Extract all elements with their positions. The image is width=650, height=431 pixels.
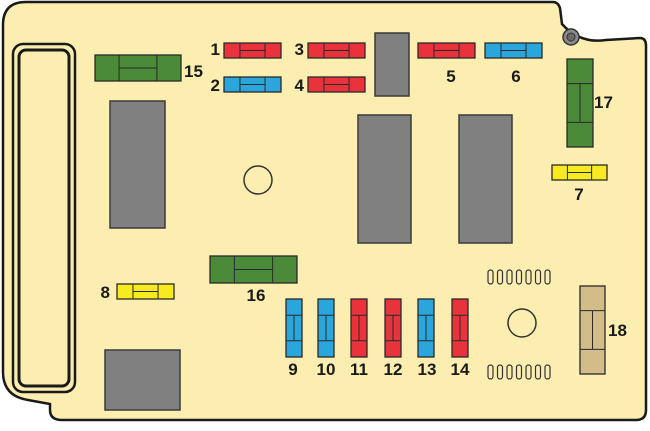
fuse-label-16: 16: [247, 286, 266, 305]
fuse-label-15: 15: [184, 62, 203, 81]
pin-slot: [487, 364, 494, 380]
fuse-label-13: 13: [418, 360, 437, 379]
relay-bottom: [104, 349, 181, 411]
fuse-4[interactable]: [307, 76, 366, 93]
fuse-label-7: 7: [574, 185, 583, 204]
fuse-label-11: 11: [350, 360, 368, 379]
relay-top: [374, 32, 410, 97]
fuse-14[interactable]: [451, 298, 469, 358]
relay-left: [109, 100, 166, 229]
pin-slot: [515, 364, 523, 380]
pin-slot: [525, 269, 532, 285]
fuse-layer: [94, 42, 608, 375]
fuse-10[interactable]: [317, 298, 335, 358]
fuse-label-3: 3: [295, 40, 304, 59]
fuse-label-10: 10: [317, 360, 336, 379]
fuse-label-14: 14: [451, 360, 470, 379]
fuse-label-2: 2: [211, 76, 220, 95]
fuse-label-18: 18: [608, 321, 627, 340]
fuse-1[interactable]: [223, 42, 282, 59]
pin-slots-bottom: [487, 364, 551, 380]
main-connector: [11, 42, 77, 394]
relay-right: [458, 114, 513, 244]
mounting-hole-left: [243, 165, 273, 195]
fuse-8[interactable]: [116, 283, 175, 300]
pin-slot: [534, 269, 542, 285]
fuse-12[interactable]: [384, 298, 402, 358]
pin-slots-top: [487, 269, 551, 285]
pin-slot: [506, 269, 513, 285]
fuse-label-17: 17: [594, 93, 613, 112]
fuse-label-12: 12: [384, 360, 403, 379]
fuse-label-9: 9: [288, 360, 297, 379]
fuse-label-4: 4: [295, 76, 305, 95]
fuse-3[interactable]: [307, 42, 366, 59]
pin-slot: [544, 269, 551, 285]
fuse-5[interactable]: [417, 42, 476, 59]
fuse-7[interactable]: [551, 164, 608, 181]
pin-slot: [487, 269, 494, 285]
pin-slot: [534, 364, 542, 380]
fuse-13[interactable]: [417, 298, 435, 358]
fuse-15[interactable]: [94, 54, 182, 82]
fuse-6[interactable]: [484, 42, 543, 59]
fuse-9[interactable]: [285, 298, 303, 358]
pin-slot: [496, 364, 504, 380]
fuse-label-6: 6: [511, 67, 520, 86]
pin-slot: [525, 364, 532, 380]
fuse-label-5: 5: [446, 67, 455, 86]
fuse-18[interactable]: [579, 285, 606, 375]
mounting-hole-right: [507, 308, 537, 338]
fuse-17[interactable]: [566, 58, 594, 148]
fuse-16[interactable]: [209, 255, 298, 284]
fuse-label-8: 8: [101, 283, 110, 302]
pin-slot: [506, 364, 513, 380]
fuse-2[interactable]: [223, 76, 282, 93]
fuse-11[interactable]: [350, 298, 368, 358]
fuse-label-1: 1: [211, 40, 220, 59]
pin-slot: [496, 269, 504, 285]
fuse-labels: 1 2 3 4 5 6 7 8 9 10 11 12 13 14 15 16 1…: [101, 40, 627, 379]
relay-center: [357, 114, 412, 244]
pin-slot: [515, 269, 523, 285]
mounting-screw: [562, 28, 580, 46]
pin-slot: [544, 364, 551, 380]
